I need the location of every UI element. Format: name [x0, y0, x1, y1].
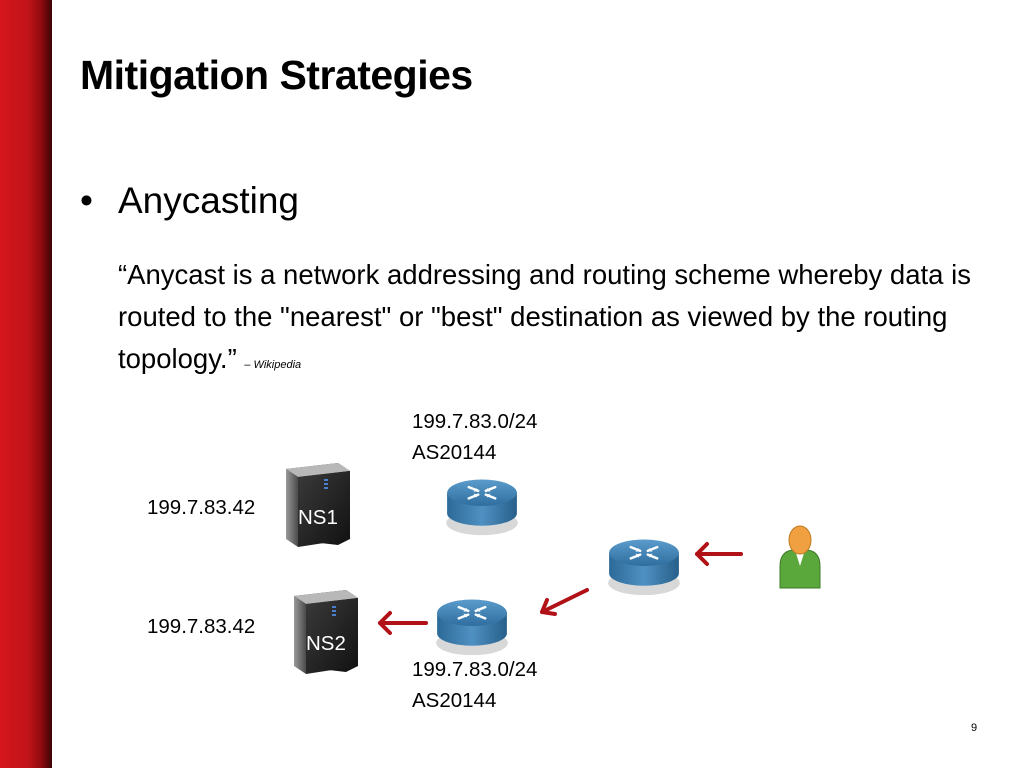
quote-source: – Wikipedia [244, 359, 302, 371]
left-accent-bar [0, 0, 52, 768]
bullet-text: Anycasting [118, 180, 299, 221]
ns2-ip-label: 199.7.83.42 [147, 615, 256, 638]
bottom-router-as: AS20144 [412, 689, 497, 712]
arrow-router-to-router [540, 588, 589, 616]
page-number: 9 [971, 722, 978, 734]
bullet-glyph: • [80, 180, 93, 221]
top-router-icon [444, 478, 520, 537]
quote-text: “Anycast is a network addressing and rou… [118, 259, 971, 374]
top-router-prefix: 199.7.83.0/24 [412, 410, 538, 433]
arrow-user-to-router [695, 542, 743, 566]
user-icon [779, 525, 821, 589]
top-router-as: AS20144 [412, 441, 497, 464]
bottom-router-icon [434, 598, 510, 657]
right-router-icon [606, 538, 682, 597]
slide-title: Mitigation Strategies [80, 52, 473, 98]
bottom-router-prefix: 199.7.83.0/24 [412, 658, 538, 681]
ns2-label: NS2 [306, 632, 346, 655]
ns1-ip-label: 199.7.83.42 [147, 496, 256, 519]
bullet-item: • Anycasting [80, 180, 299, 222]
ns1-label: NS1 [298, 506, 338, 529]
quote-block: “Anycast is a network addressing and rou… [118, 254, 998, 386]
arrow-router-to-ns2 [378, 611, 428, 635]
